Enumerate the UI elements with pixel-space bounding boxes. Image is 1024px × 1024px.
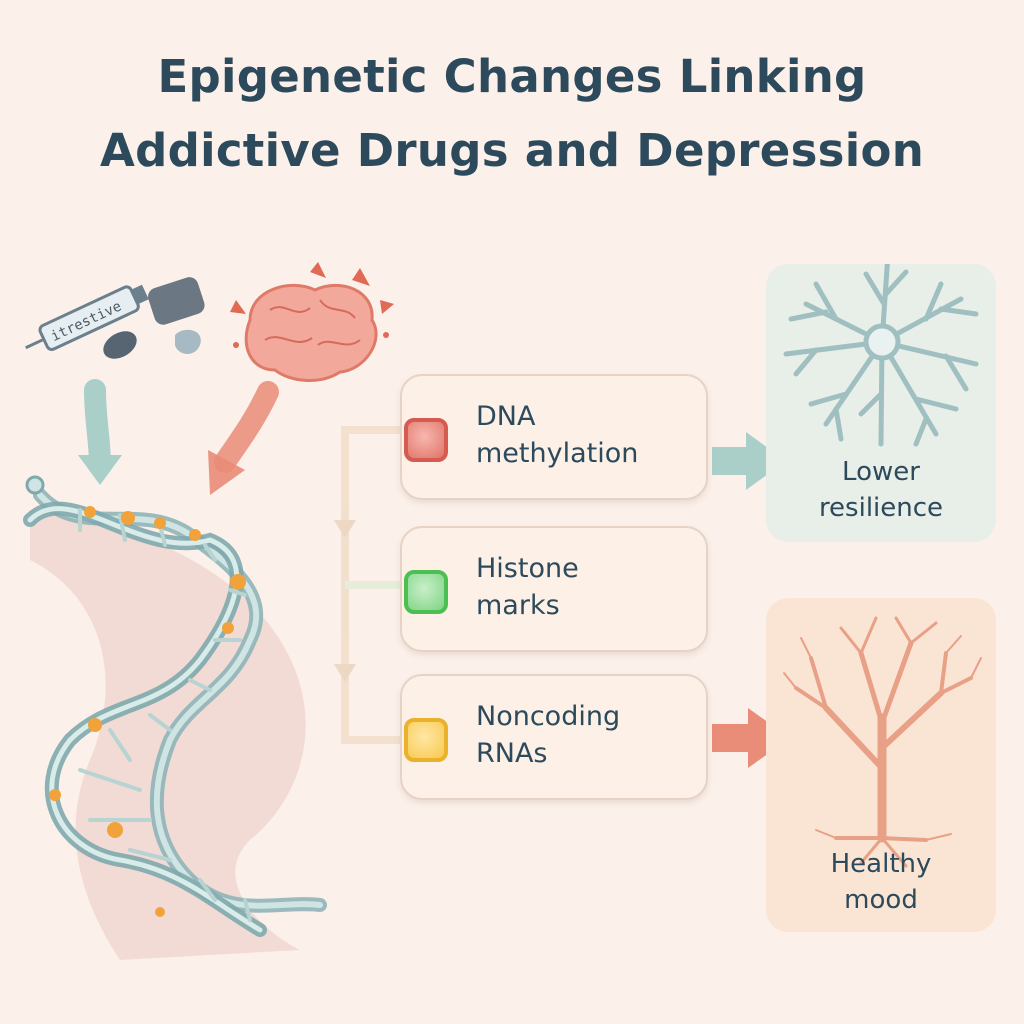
outcome-label: Lower resilience bbox=[818, 457, 944, 523]
outcome-label: Healthy mood bbox=[830, 849, 932, 915]
mechanism-label: Histone marks bbox=[476, 553, 579, 621]
red-square-marker bbox=[404, 418, 448, 462]
green-square-marker bbox=[404, 570, 448, 614]
neuron-icon bbox=[783, 264, 979, 447]
mechanism-label: DNA methylation bbox=[476, 401, 639, 469]
tree-icon bbox=[783, 616, 982, 868]
stressed-brain-icon bbox=[230, 262, 394, 382]
mechanism-noncoding-rnas: Noncoding RNAs bbox=[400, 674, 708, 800]
yellow-square-marker bbox=[404, 718, 448, 762]
page-title: Epigenetic Changes Linking Addictive Dru… bbox=[0, 40, 1024, 188]
title-line-1: Epigenetic Changes Linking bbox=[157, 50, 867, 103]
drug-arrow-icon bbox=[78, 379, 122, 485]
outcome-lower-resilience: Lower resilience bbox=[766, 264, 996, 542]
mechanism-label: Noncoding RNAs bbox=[476, 701, 621, 769]
syringe-pills-icon: itrestive bbox=[25, 277, 205, 359]
connector-chevrons bbox=[334, 520, 356, 682]
stress-arrow-icon bbox=[208, 381, 279, 495]
mechanism-connector bbox=[341, 426, 400, 744]
outcome-healthy-mood: Healthy mood bbox=[766, 598, 996, 932]
mechanism-histone-marks: Histone marks bbox=[400, 526, 708, 652]
mechanism-dna-methylation: DNA methylation bbox=[400, 374, 708, 500]
dna-helix-icon bbox=[23, 475, 327, 937]
title-line-2: Addictive Drugs and Depression bbox=[99, 124, 925, 177]
methylation-dots bbox=[49, 506, 246, 917]
